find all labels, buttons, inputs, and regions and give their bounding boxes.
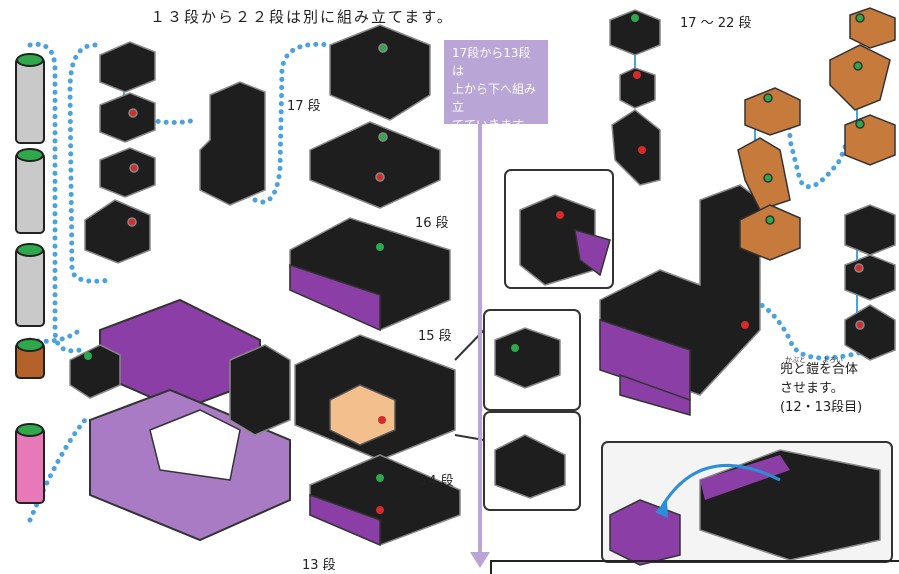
layer-13 — [309, 454, 461, 547]
cylinder-grey-3 — [15, 243, 45, 327]
cylinder-brown — [15, 338, 45, 379]
instruction-note: 17段から13段は 上から下へ組み立 てていきます。 — [444, 40, 548, 132]
down-arrow-line — [478, 124, 482, 554]
cylinder-stack — [15, 53, 45, 504]
step-range-label: 17 ～ 22 段 — [680, 16, 752, 31]
horn-pieces — [737, 7, 896, 261]
down-arrow-head — [470, 552, 490, 568]
ruby-kabuto: かぶと — [785, 356, 806, 364]
merge-arrow — [658, 464, 781, 511]
cylinder-grey-2 — [15, 148, 45, 234]
note-line-3: てていきます。 — [452, 118, 535, 132]
step-label-14: 14 段 — [420, 474, 454, 489]
note-line-1: 17段から13段は — [452, 46, 531, 78]
layer-16 — [309, 121, 441, 209]
layer-17 — [329, 24, 431, 121]
brick-tower — [199, 81, 266, 206]
ruby-yoroi: よろい — [822, 356, 843, 364]
cylinder-pink — [15, 423, 45, 504]
bottom-frame — [490, 560, 899, 574]
merge-panel — [601, 441, 893, 566]
layer-14 — [294, 334, 456, 461]
step-label-13: 13 段 — [302, 558, 336, 573]
brick-column-left — [84, 41, 156, 264]
step-label-15: 15 段 — [418, 329, 452, 344]
note-line-2: 上から下へ組み立 — [452, 82, 537, 114]
brick-column-right — [844, 204, 896, 361]
step-label-16: 16 段 — [415, 216, 449, 231]
merge-line-1: 兜と鎧を合体 — [780, 362, 859, 377]
callout-boxes — [454, 169, 614, 511]
merge-instruction: 兜と鎧を合体 させます。 (12・13段目) — [780, 360, 862, 417]
dotted-path-left — [27, 41, 83, 354]
helmet-assembly — [599, 9, 761, 416]
cylinder-grey-1 — [15, 53, 45, 144]
page-title: １３段から２２段は別に組み立てます。 — [150, 8, 454, 26]
layer-15 — [289, 217, 451, 332]
step-label-17: 17 段 — [287, 99, 321, 114]
merge-line-3: (12・13段目) — [780, 400, 863, 415]
merge-line-2: させます。 — [780, 381, 844, 396]
armor-figure — [69, 298, 291, 542]
